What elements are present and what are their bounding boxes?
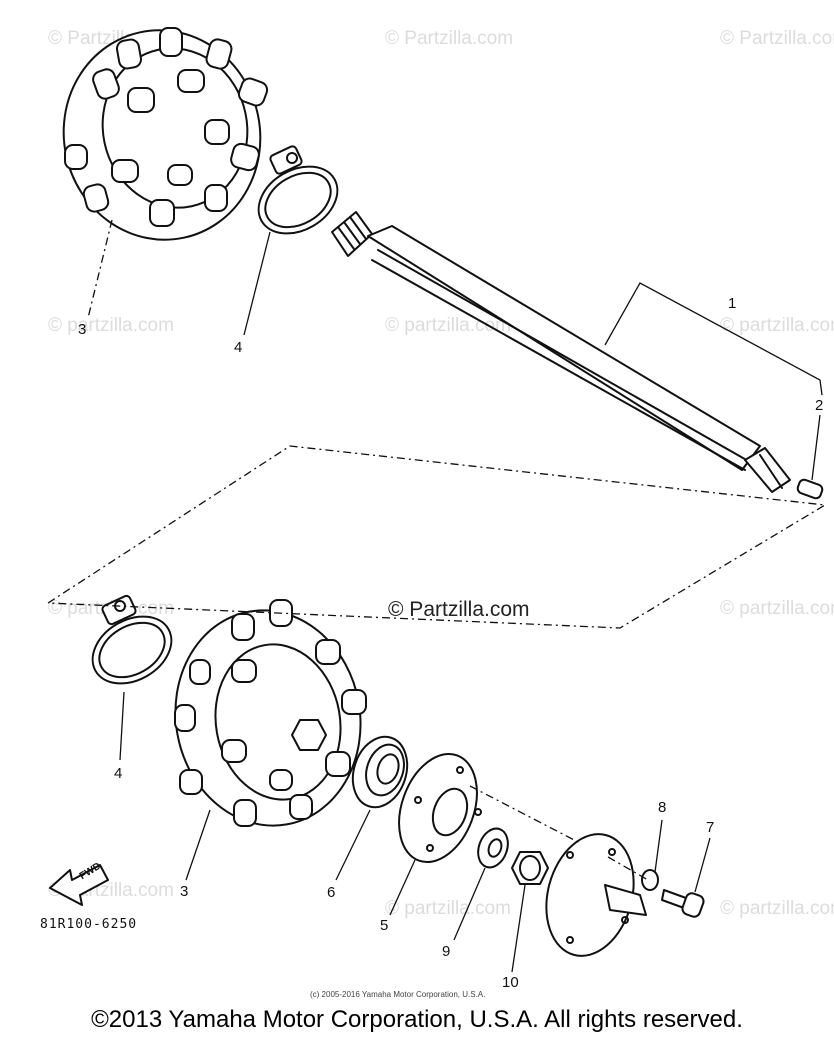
axle-cover: [545, 833, 647, 957]
leader-line: [654, 819, 663, 873]
sprocket-top: [62, 27, 269, 241]
leader-line: [119, 691, 125, 761]
leader-line: [335, 809, 371, 881]
callout-3: 3: [180, 883, 189, 900]
watermark: © partzilla.com: [385, 898, 511, 919]
callout-5: 5: [380, 917, 389, 934]
leader-line: [453, 867, 486, 941]
callout-1: 1: [728, 295, 737, 312]
band-clamp-top: [257, 145, 339, 235]
callout-10: 10: [502, 974, 519, 991]
callout-6: 6: [327, 884, 336, 901]
callout-4: 4: [114, 765, 123, 782]
callout-2: 2: [815, 397, 824, 414]
plug: [796, 478, 824, 500]
watermark: © partzilla.com: [720, 315, 834, 336]
leader-line: [87, 219, 113, 319]
leader-line: [811, 414, 821, 481]
center-watermark: © Partzilla.com: [388, 598, 530, 621]
leader-line: [694, 837, 711, 893]
leader-line: [185, 809, 211, 881]
bolt: [661, 889, 705, 918]
small-copyright: (c) 2005-2016 Yamaha Motor Corporation, …: [310, 990, 486, 999]
copyright-footer: ©2013 Yamaha Motor Corporation, U.S.A. A…: [91, 1006, 743, 1033]
assembly-guide-line: [47, 445, 827, 629]
bearing-housing: [398, 752, 482, 864]
callout-4: 4: [234, 339, 243, 356]
assembly-guide-line: [607, 856, 649, 881]
leader-line: [243, 231, 271, 336]
leader-line: [389, 859, 416, 916]
watermark: © partzilla.com: [48, 315, 174, 336]
drive-shaft: [331, 211, 791, 493]
watermark: © partzilla.com: [720, 898, 834, 919]
bearing: [351, 735, 409, 809]
callout-9: 9: [442, 943, 451, 960]
band-clamp-bottom: [91, 594, 173, 685]
watermark: © Partzilla.com: [720, 28, 834, 49]
callout-3: 3: [78, 321, 87, 338]
washer: [477, 827, 509, 869]
sprocket-bottom: [174, 599, 367, 827]
leader-line: [604, 282, 823, 396]
lock-washer: [641, 869, 659, 891]
nut: [511, 851, 549, 885]
assembly-guide-line: [469, 785, 581, 844]
watermark: © Partzilla.com: [385, 28, 514, 49]
leader-line: [511, 884, 526, 973]
callout-8: 8: [658, 799, 667, 816]
fwd-arrow-icon: [49, 864, 109, 906]
diagram-code: 81R100-6250: [40, 917, 138, 932]
callout-7: 7: [706, 819, 715, 836]
watermark: © partzilla.com: [720, 598, 834, 619]
